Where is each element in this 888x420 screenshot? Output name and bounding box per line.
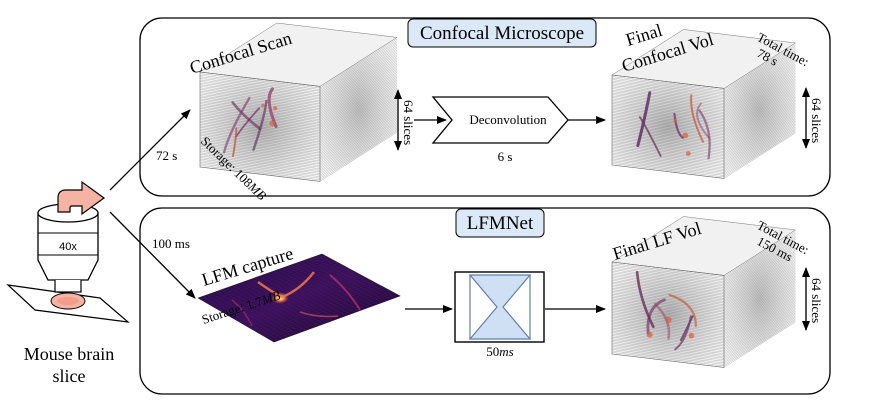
microscope-icon — [6, 180, 130, 323]
confocal-title-box — [407, 18, 597, 48]
final-lf-slices-label: 64 slices — [809, 278, 824, 323]
final-lf-volume — [611, 216, 797, 368]
arrow-to-lfm — [109, 211, 196, 299]
deconvolution-time: 6 s — [498, 149, 513, 164]
light-path-arrow-icon — [57, 180, 106, 216]
lfmnet-title: LFMNet — [467, 213, 534, 234]
sample-label-2: slice — [53, 366, 86, 386]
sample-label-1: Mouse brain — [24, 344, 114, 364]
lfm-capture-image — [197, 253, 401, 343]
arrow-to-confocal — [109, 109, 191, 191]
deconvolution-block — [431, 96, 569, 144]
deconvolution-label: Deconvolution — [469, 112, 547, 127]
final-confocal-volume — [611, 29, 797, 179]
confocal-title: Confocal Microscope — [420, 23, 584, 44]
confocal-slices-label: 64 slices — [401, 100, 416, 145]
network-time-label: 50ms — [486, 344, 513, 359]
confocal-acquisition-time: 72 s — [156, 148, 177, 163]
final-confocal-slices-label: 64 slices — [809, 98, 824, 143]
confocal-scan-volume — [199, 22, 398, 182]
lfm-acquisition-time: 100 ms — [152, 236, 190, 251]
objective-label: 40x — [59, 241, 77, 253]
lfmnet-title-box — [455, 208, 545, 238]
